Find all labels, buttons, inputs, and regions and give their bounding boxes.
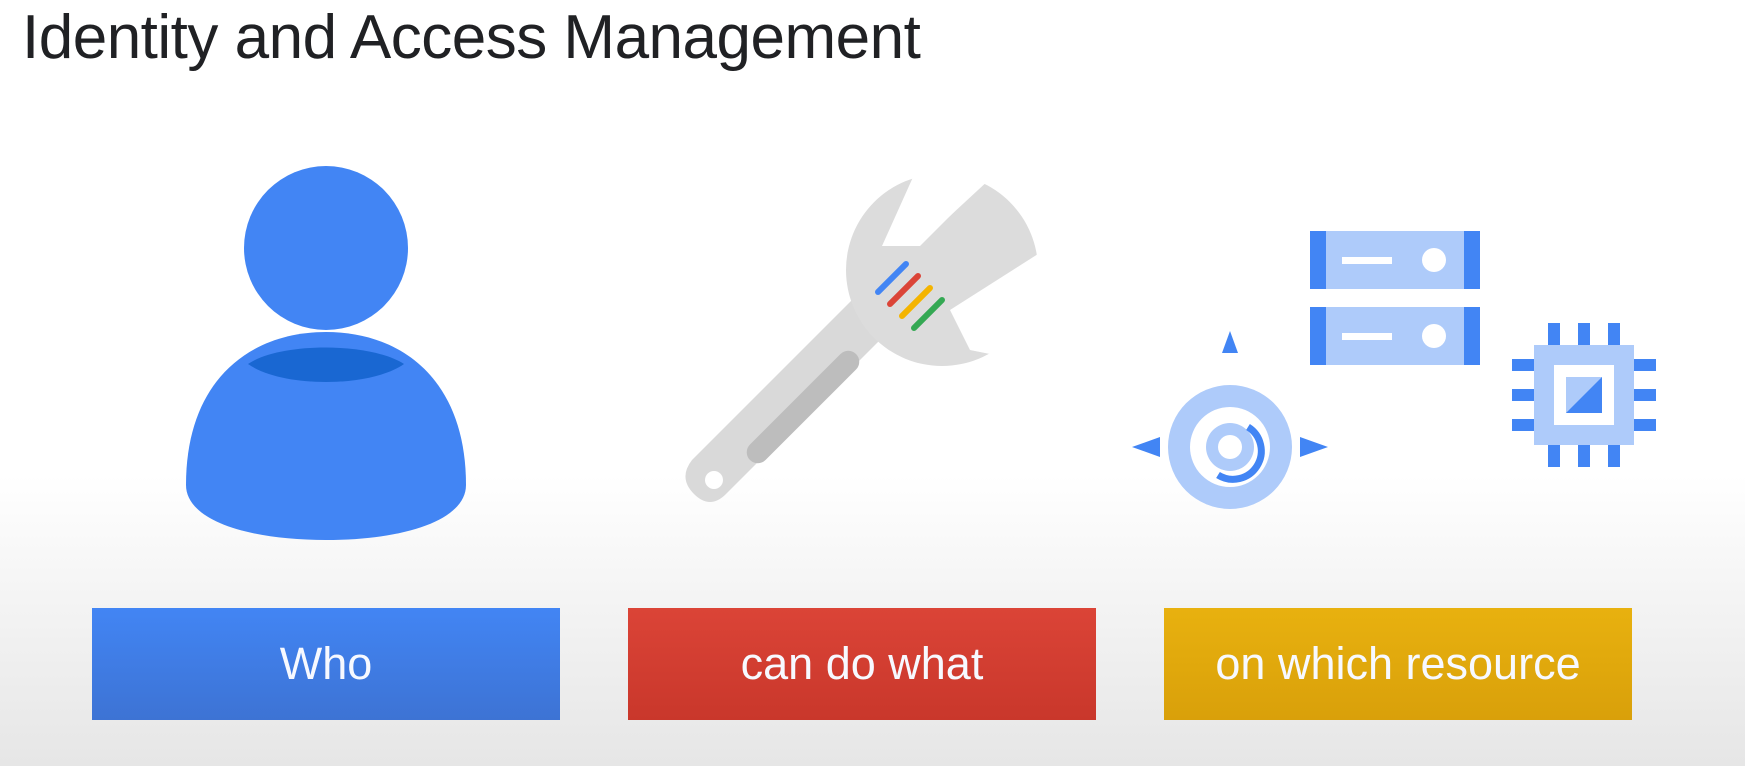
on-which-resource-label: on which resource xyxy=(1215,638,1581,689)
wrench-icon xyxy=(670,160,1060,550)
person-icon xyxy=(180,160,480,545)
cloud-resources-icon xyxy=(1130,225,1670,525)
who-label: Who xyxy=(279,638,373,689)
page-title: Identity and Access Management xyxy=(22,3,921,72)
on-which-resource-label-box: on which resource xyxy=(1164,608,1632,720)
can-do-what-label: can do what xyxy=(740,638,984,689)
server-icon xyxy=(1310,231,1480,365)
chip-icon xyxy=(1512,323,1656,467)
can-do-what-label-box: can do what xyxy=(628,608,1096,720)
engine-icon xyxy=(1132,331,1328,509)
who-label-box: Who xyxy=(92,608,560,720)
